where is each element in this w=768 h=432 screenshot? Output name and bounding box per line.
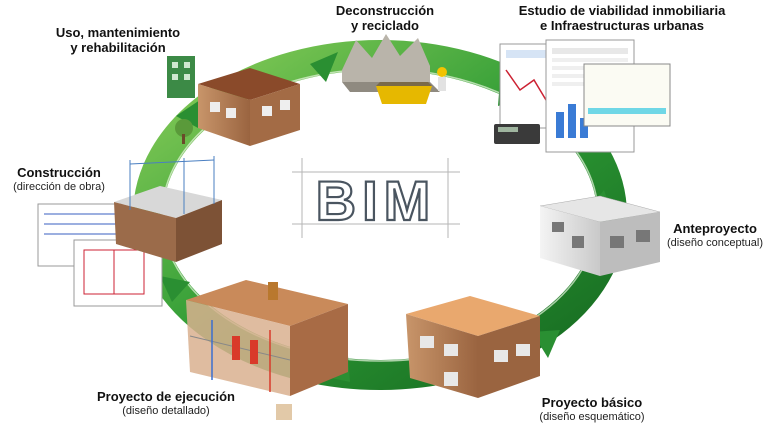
label-ejecucion-title: Proyecto de ejecución bbox=[97, 389, 235, 404]
label-basico-subtitle: (diseño esquemático) bbox=[539, 410, 645, 423]
white-house-illustration bbox=[539, 195, 661, 276]
label-anteproyecto-title: Anteproyecto bbox=[673, 221, 757, 236]
arrow-icon bbox=[310, 52, 338, 82]
label-uso: Uso, mantenimiento y rehabilitación bbox=[38, 25, 198, 55]
bim-title: BIM bbox=[316, 169, 437, 232]
label-estudio-line1: Estudio de viabilidad inmobiliaria bbox=[518, 3, 726, 18]
label-uso-line2: y rehabilitación bbox=[70, 39, 166, 55]
label-basico: Proyecto básico (diseño esquemático) bbox=[530, 395, 654, 423]
bim-logo: BIM bbox=[292, 158, 460, 238]
label-construccion: Construcción (dirección de obra) bbox=[4, 165, 114, 193]
detailed-project-illustration bbox=[186, 280, 348, 420]
construction-illustration bbox=[37, 156, 222, 307]
arrow-icon bbox=[160, 276, 190, 302]
label-construccion-subtitle: (dirección de obra) bbox=[13, 180, 105, 193]
label-ejecucion: Proyecto de ejecución (diseño detallado) bbox=[86, 389, 246, 417]
house-use-illustration bbox=[167, 56, 300, 146]
label-estudio: Estudio de viabilidad inmobiliaria e Inf… bbox=[502, 3, 742, 33]
label-uso-line1: Uso, mantenimiento bbox=[55, 25, 181, 40]
label-deconstruccion: Deconstrucción y reciclado bbox=[320, 3, 450, 33]
brick-house-illustration bbox=[406, 296, 540, 398]
label-basico-title: Proyecto básico bbox=[541, 395, 643, 410]
label-deconstruccion-line1: Deconstrucción bbox=[335, 3, 435, 18]
label-anteproyecto-subtitle: (diseño conceptual) bbox=[666, 236, 763, 249]
feasibility-study-illustration bbox=[494, 39, 671, 153]
label-estudio-line2: e Infraestructuras urbanas bbox=[539, 17, 704, 33]
demolition-illustration bbox=[342, 34, 447, 104]
label-anteproyecto: Anteproyecto (diseño conceptual) bbox=[662, 221, 768, 249]
label-deconstruccion-line2: y reciclado bbox=[351, 17, 419, 33]
label-ejecucion-subtitle: (diseño detallado) bbox=[122, 404, 210, 417]
label-construccion-title: Construcción bbox=[17, 165, 101, 180]
arrow-icon bbox=[176, 100, 200, 128]
